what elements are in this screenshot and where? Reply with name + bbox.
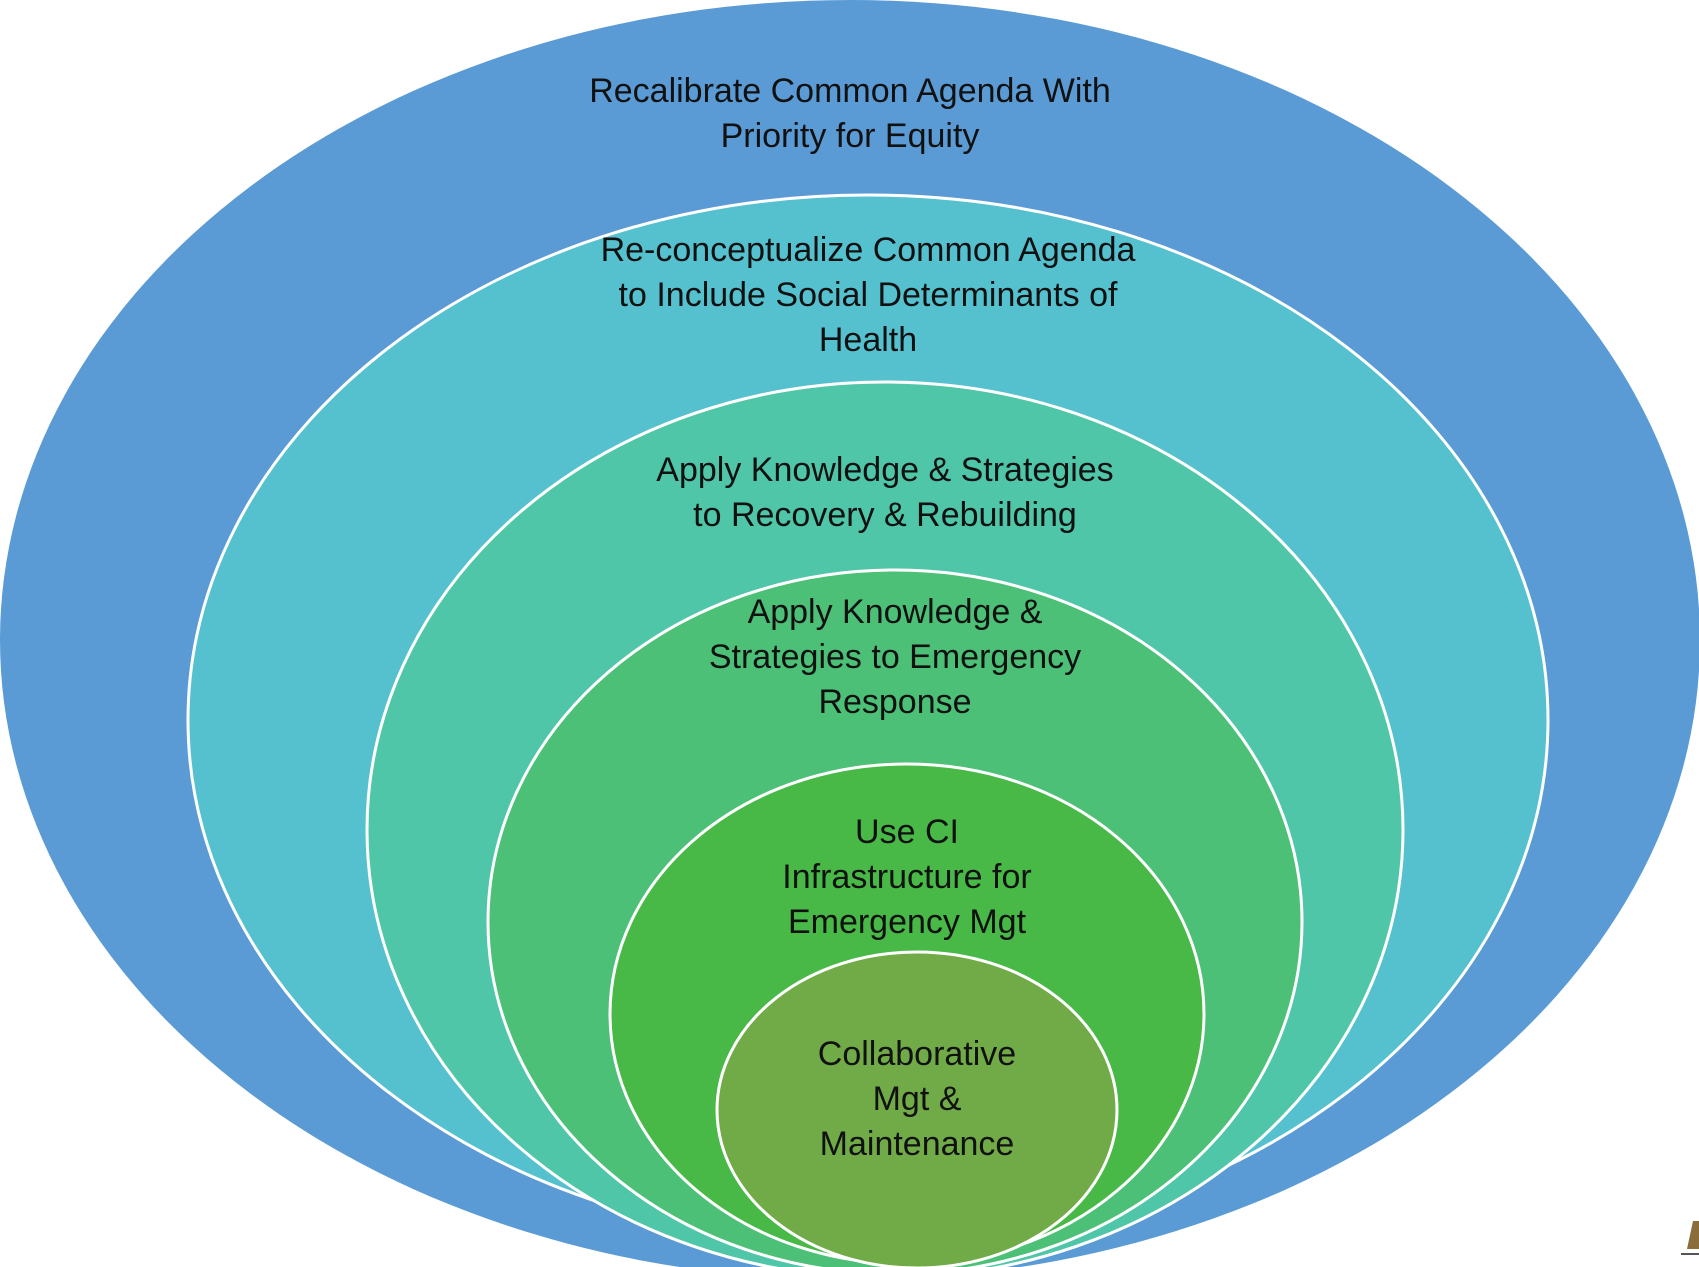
layer-2-label-line: Health — [819, 321, 917, 359]
layer-2-label: Re-conceptualize Common Agenda to Include… — [601, 231, 1136, 359]
layer-6-label-line: Collaborative — [818, 1035, 1016, 1073]
layer-2-label-line: to Include Social Determinants of — [619, 276, 1118, 314]
layer-4-label-line: Strategies to Emergency — [709, 638, 1081, 676]
layer-3-label-line: to Recovery & Rebuilding — [693, 496, 1077, 534]
layer-3-label: Apply Knowledge & Strategies to Recovery … — [656, 451, 1113, 534]
layer-1-label-line: Recalibrate Common Agenda With — [589, 72, 1111, 110]
layer-4-label-line: Response — [818, 683, 971, 721]
layer-1-label-line: Priority for Equity — [721, 117, 980, 155]
layer-5-label-line: Emergency Mgt — [788, 903, 1027, 941]
layer-3-label-line: Apply Knowledge & Strategies — [656, 451, 1113, 489]
layer-6-ellipse — [715, 950, 1119, 1267]
layer-2-label-line: Re-conceptualize Common Agenda — [601, 231, 1136, 269]
layer-4-label: Apply Knowledge & Strategies to Emergency… — [709, 593, 1081, 721]
layer-4-label-line: Apply Knowledge & — [748, 593, 1043, 631]
layer-5-label-line: Use CI — [855, 813, 959, 851]
layer-6-label-line: Mgt & — [873, 1080, 962, 1118]
logo-icon — [1679, 1219, 1699, 1261]
layer-6-label-line: Maintenance — [820, 1125, 1015, 1163]
layer-5-label-line: Infrastructure for — [782, 858, 1031, 896]
